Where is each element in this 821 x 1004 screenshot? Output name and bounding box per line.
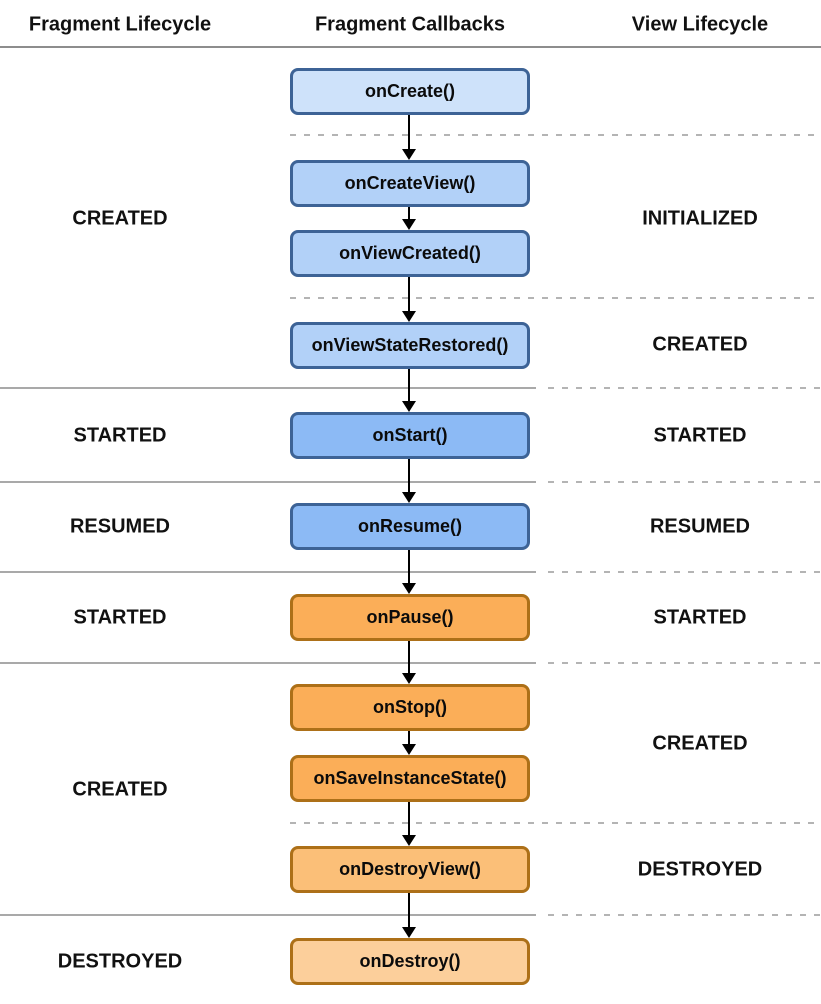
arrow-down-icon <box>408 207 410 219</box>
arrow-down-icon <box>408 893 410 927</box>
header-divider <box>0 46 821 48</box>
arrow-down-icon <box>402 583 416 594</box>
arrow-down-icon <box>402 492 416 503</box>
callback-box-ondestroy: onDestroy() <box>290 938 530 985</box>
row-divider-solid-2 <box>0 481 536 483</box>
callback-box-onviewcreated: onViewCreated() <box>290 230 530 277</box>
row-divider-solid-3 <box>0 571 536 573</box>
view-state-started-2: STARTED <box>653 606 747 629</box>
row-divider-solid-4 <box>0 662 536 664</box>
view-state-destroyed: DESTROYED <box>637 858 763 881</box>
view-state-created: CREATED <box>652 333 748 356</box>
row-divider-solid-1 <box>0 387 536 389</box>
callback-box-onresume: onResume() <box>290 503 530 550</box>
dashed-divider-3 <box>290 822 821 824</box>
arrow-down-icon <box>408 277 410 311</box>
row-divider-dash-3 <box>548 571 821 573</box>
arrow-down-icon <box>402 835 416 846</box>
dashed-divider-1 <box>290 134 821 136</box>
column-header-view-lifecycle: View Lifecycle <box>631 13 769 36</box>
callback-box-onstart: onStart() <box>290 412 530 459</box>
callback-box-onstop: onStop() <box>290 684 530 731</box>
arrow-down-icon <box>408 550 410 583</box>
callback-box-onsaveinstancestate: onSaveInstanceState() <box>290 755 530 802</box>
fragment-state-created: CREATED <box>72 207 168 230</box>
row-divider-dash-1 <box>548 387 821 389</box>
arrow-down-icon <box>402 311 416 322</box>
arrow-down-icon <box>408 641 410 673</box>
arrow-down-icon <box>402 401 416 412</box>
arrow-down-icon <box>408 369 410 401</box>
arrow-down-icon <box>408 459 410 492</box>
view-state-initialized: INITIALIZED <box>642 207 758 230</box>
row-divider-dash-2 <box>548 481 821 483</box>
view-state-started: STARTED <box>653 424 747 447</box>
row-divider-dash-5 <box>548 914 821 916</box>
fragment-state-started-2: STARTED <box>73 606 167 629</box>
arrow-down-icon <box>408 115 410 149</box>
callback-box-onpause: onPause() <box>290 594 530 641</box>
arrow-down-icon <box>402 673 416 684</box>
dashed-divider-2 <box>290 297 821 299</box>
arrow-down-icon <box>408 802 410 835</box>
callback-box-onviewstaterestored: onViewStateRestored() <box>290 322 530 369</box>
callback-box-oncreate: onCreate() <box>290 68 530 115</box>
callback-box-oncreateview: onCreateView() <box>290 160 530 207</box>
arrow-down-icon <box>402 149 416 160</box>
column-header-fragment-callbacks: Fragment Callbacks <box>314 13 506 36</box>
arrow-down-icon <box>408 731 410 744</box>
fragment-state-resumed: RESUMED <box>69 515 171 538</box>
arrow-down-icon <box>402 219 416 230</box>
arrow-down-icon <box>402 927 416 938</box>
view-state-created-2: CREATED <box>652 732 748 755</box>
arrow-down-icon <box>402 744 416 755</box>
fragment-state-destroyed: DESTROYED <box>57 950 183 973</box>
callback-box-ondestroyview: onDestroyView() <box>290 846 530 893</box>
fragment-state-created-2: CREATED <box>72 778 168 801</box>
fragment-state-started: STARTED <box>73 424 167 447</box>
view-state-resumed: RESUMED <box>649 515 751 538</box>
column-header-fragment-lifecycle: Fragment Lifecycle <box>28 13 212 36</box>
row-divider-solid-5 <box>0 914 536 916</box>
row-divider-dash-4 <box>548 662 821 664</box>
